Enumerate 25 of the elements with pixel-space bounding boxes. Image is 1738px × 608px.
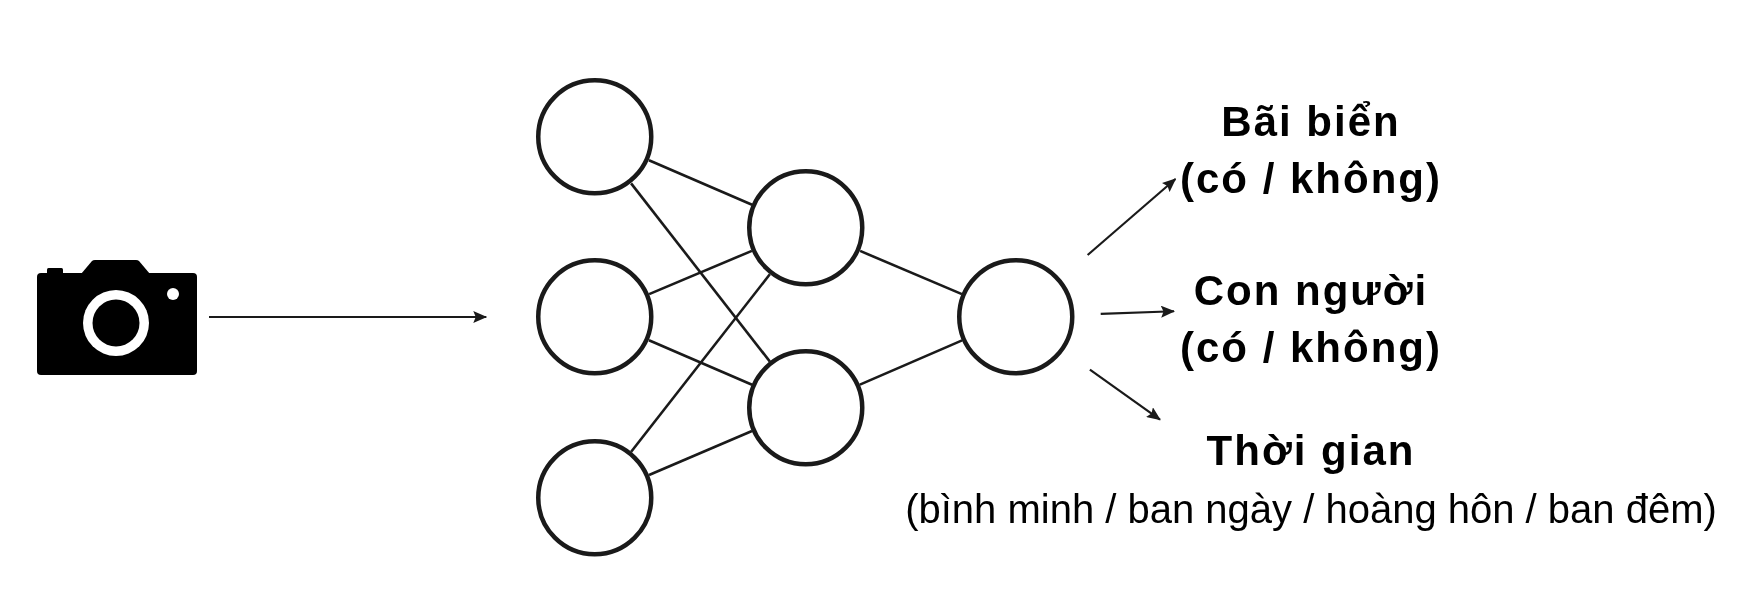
output-label: Con người: [1193, 266, 1429, 316]
neuron-circle: [536, 439, 654, 557]
output-label: Bãi biển: [1221, 97, 1401, 147]
arrow: [209, 311, 488, 323]
neuron-circle: [747, 169, 865, 287]
output-label: (có / không): [1180, 323, 1442, 373]
connection-line: [648, 429, 753, 477]
connection-line: [648, 249, 753, 296]
neuron-circle: [536, 258, 654, 376]
connection-line: [630, 182, 771, 363]
arrow: [1089, 368, 1161, 421]
neuron-circle: [747, 349, 865, 467]
connection-line: [630, 273, 771, 453]
connection-line: [648, 159, 753, 206]
connection-line: [859, 249, 963, 296]
value-options: (bình minh / ban ngày / hoàng hôn / ban đêm): [905, 479, 1717, 539]
camera-icon: [37, 259, 197, 375]
neuron-circle: [536, 78, 654, 196]
output-label: Thời gian: [1206, 426, 1416, 476]
connection-line: [859, 339, 963, 386]
output-label: (có / không): [1180, 154, 1442, 204]
connection-line: [648, 339, 753, 386]
arrow: [1100, 305, 1175, 318]
arrow: [1086, 178, 1177, 256]
neuron-circle: [957, 258, 1075, 376]
